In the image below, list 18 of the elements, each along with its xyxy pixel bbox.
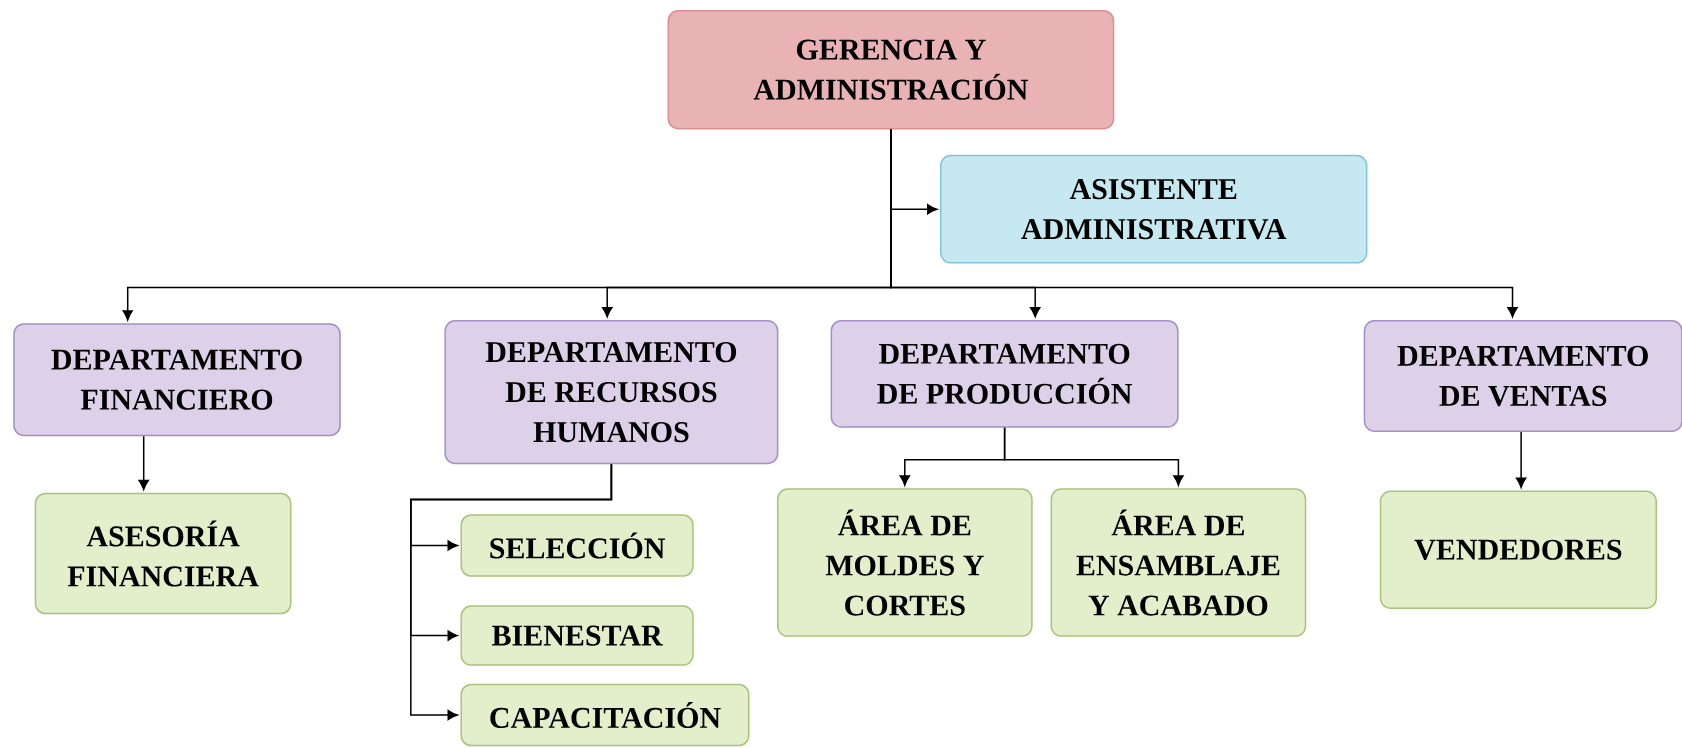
- connector-arrow: [138, 435, 149, 491]
- unit-box: ÁREA DE ENSAMBLAJE Y ACABADO: [1050, 488, 1307, 637]
- unit-box: ÁREA DE MOLDES Y CORTES: [776, 488, 1033, 637]
- unit-box: VENDEDORES: [1379, 490, 1657, 609]
- unit-box: SELECCIÓN: [460, 514, 694, 577]
- department-box: DEPARTAMENTO DE RECURSOS HUMANOS: [444, 320, 779, 465]
- unit-box: ASESORÍA FINANCIERA: [34, 492, 292, 615]
- connector-arrow: [410, 463, 613, 721]
- unit-box: CAPACITACIÓN: [460, 683, 750, 747]
- connector-arrow: [890, 128, 1518, 318]
- connector-arrow: [1003, 426, 1184, 486]
- assistant-box: ASISTENTE ADMINISTRATIVA: [940, 154, 1368, 264]
- department-box: DEPARTAMENTO DE VENTAS: [1363, 320, 1682, 432]
- department-box: DEPARTAMENTO DE PRODUCCIÓN: [830, 319, 1179, 428]
- management-box: GERENCIA Y ADMINISTRACIÓN: [667, 9, 1115, 130]
- connector-arrow: [1515, 431, 1527, 488]
- unit-box: BIENESTAR: [460, 605, 694, 666]
- department-box: DEPARTAMENTO FINANCIERO: [13, 323, 341, 437]
